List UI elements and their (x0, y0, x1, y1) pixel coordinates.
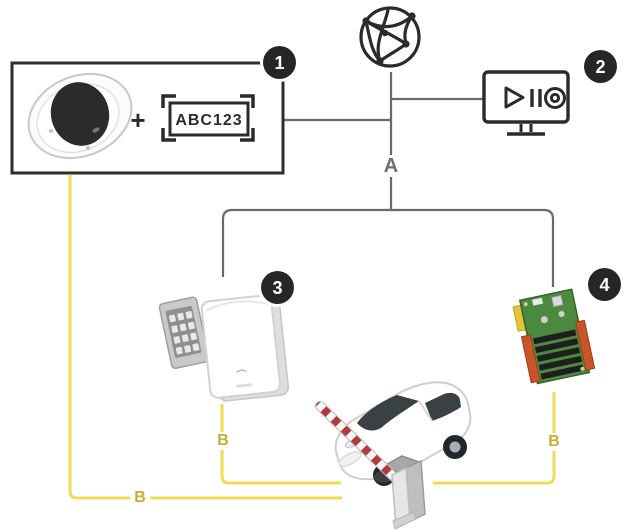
car-rear-wheel (443, 435, 467, 459)
network-links (221, 72, 555, 287)
car-grille (338, 451, 362, 467)
camera-io-wire (68, 175, 342, 500)
plus-sign: + (130, 105, 145, 135)
pcb-relays (533, 329, 584, 380)
record-icon (544, 87, 566, 109)
pcb-terminal-right (575, 319, 596, 371)
relay-io-wire (433, 392, 556, 485)
badge-relay-board: 4 (588, 268, 621, 301)
controller-logo-mark (236, 369, 247, 374)
dome-camera-icon (27, 72, 133, 160)
pcb-terminal-left (520, 334, 541, 384)
network-link-label: A (379, 155, 403, 177)
network-globe-icon (359, 6, 421, 68)
io-wire-label-relay: B (544, 433, 564, 451)
io-wires (68, 175, 556, 500)
barrier-gate-illustration (315, 401, 426, 530)
plate-bracket-tl (161, 94, 176, 108)
play-icon (504, 86, 525, 109)
license-plate-icon (161, 94, 255, 142)
car-side-window (425, 392, 461, 421)
record-icon-inner (549, 92, 561, 104)
plate-bracket-bl (161, 128, 176, 142)
plate-bracket-tr (240, 94, 255, 108)
controller-io-wire (220, 404, 341, 485)
io-wire-label-camera: B (130, 489, 150, 507)
car-windshield (357, 395, 419, 431)
media-player-monitor-icon (482, 70, 570, 136)
network-branch-line (221, 208, 555, 287)
barrier-arm (316, 402, 401, 484)
door-controller-icon (200, 294, 290, 402)
io-wire-label-controller: B (213, 432, 233, 450)
barrier-post-base (392, 511, 417, 530)
pause-icon (530, 89, 542, 107)
relay-board-icon (512, 288, 596, 385)
badge-door-controller: 3 (261, 271, 294, 304)
badge-monitor: 2 (584, 50, 617, 83)
license-plate-text: ABC123 (175, 112, 242, 129)
badge-camera-unit: 1 (263, 46, 296, 79)
plate-bracket-br (240, 128, 255, 142)
keypad-icon (158, 296, 210, 370)
